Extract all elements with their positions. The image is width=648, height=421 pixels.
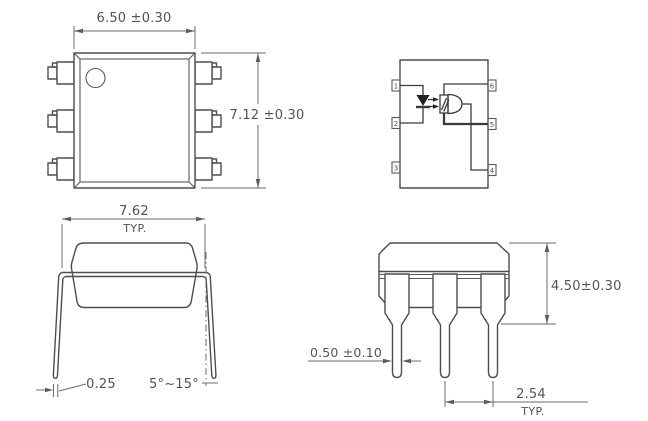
top-view-right-pins [194,61,222,181]
side-view: 7.62 TYP. 0.25 5°~15° [36,204,218,397]
lead-pitch-label: 2.54 [516,387,546,402]
package-body-bevel [79,58,190,183]
front-height-label: 4.50±0.30 [551,279,622,294]
top-view-left-pins [47,61,75,181]
pin-2-number: 2 [394,120,398,128]
pin1-indicator [85,67,106,89]
side-left-lead [52,271,67,380]
detector-wires [442,83,488,171]
package-body-outline [73,52,196,189]
lead-width-label: 0.50 ±0.10 [310,345,382,360]
body-height-dimension: 7.12 ±0.30 [201,52,308,189]
internal-circuit-view: 1 2 3 6 5 4 [391,59,497,189]
front-pins [384,273,506,379]
pin-1-number: 1 [394,83,398,91]
side-right-lead [202,271,217,380]
photodetector-icon [439,93,463,115]
pin-center [432,273,458,379]
top-view: 6.50 ±0.30 7.12 ±0.30 [47,11,308,189]
body-width-label: 6.50 ±0.30 [97,11,172,26]
led-icon [400,84,430,124]
pin-6-number: 6 [490,83,495,91]
lead-pitch-typ-label: TYP. [520,405,544,418]
front-view: 4.50±0.30 0.50 ±0.10 2.54 TYP. [308,242,622,418]
pin-4-number: 4 [490,167,495,175]
lead-span-typ-label: TYP. [122,222,146,235]
pin-3-number: 3 [394,165,398,173]
pin-5-number: 5 [490,121,494,129]
lead-angle-label: 5°~15° [149,377,199,392]
lead-span-label: 7.62 [119,204,149,219]
lead-width-dimension: 0.50 ±0.10 [308,345,421,364]
body-height-label: 7.12 ±0.30 [230,108,305,123]
lead-pitch-dimension: 2.54 TYP. [444,381,588,418]
lead-thickness-label: 0.25 [86,377,116,392]
light-arrows-icon [428,97,439,109]
lead-span-dimension: 7.62 TYP. [61,204,206,268]
body-width-dimension: 6.50 ±0.30 [73,11,196,49]
side-body-outline [70,242,198,309]
pin-left [384,273,410,379]
lead-thickness-dimension: 0.25 [36,377,116,397]
pin-right [480,273,506,379]
front-height-dimension: 4.50±0.30 [501,242,622,325]
